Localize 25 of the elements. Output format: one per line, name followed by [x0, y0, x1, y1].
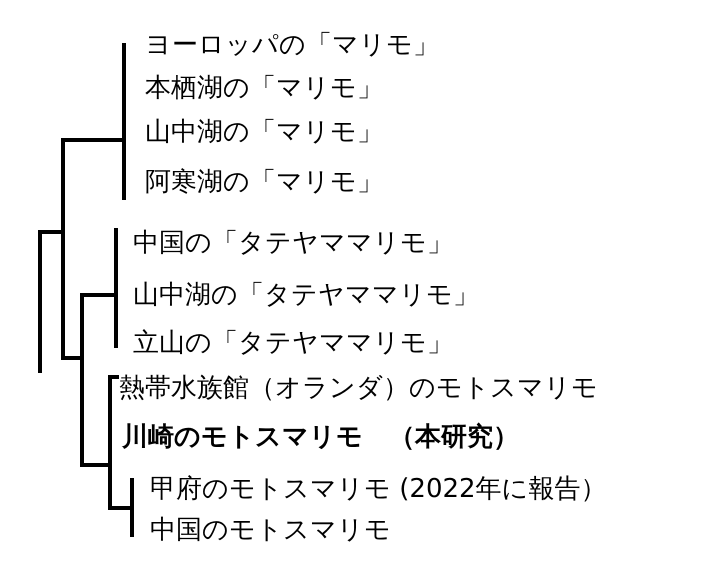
- clade-bar: [130, 478, 134, 537]
- branch-line: [65, 356, 80, 360]
- clade-bar: [61, 138, 65, 360]
- taxon-label: 中国の「タテヤママリモ」: [133, 227, 453, 259]
- taxon-label: 甲府のモトスマリモ (2022年に報告）: [150, 473, 607, 505]
- taxon-label: 立山の「タテヤママリモ」: [133, 327, 453, 359]
- branch-line: [84, 463, 108, 467]
- taxon-label: 山中湖の「マリモ」: [145, 116, 383, 148]
- branch-line: [42, 230, 61, 234]
- clade-bar: [80, 293, 84, 467]
- taxon-label: 阿寒湖の「マリモ」: [145, 166, 383, 198]
- taxon-label: 熱帯水族館（オランダ）のモトスマリモ: [119, 372, 598, 404]
- clade-bar: [38, 230, 42, 373]
- taxon-label: ヨーロッパの「マリモ」: [145, 29, 439, 61]
- taxon-label: 本栖湖の「マリモ」: [145, 72, 383, 104]
- branch-line: [112, 375, 119, 379]
- branch-line: [112, 506, 130, 510]
- taxon-label: 川崎のモトスマリモ （本研究）: [122, 421, 519, 453]
- taxon-label: 山中湖の「タテヤママリモ」: [133, 279, 479, 311]
- clade-bar: [122, 43, 126, 200]
- branch-line: [65, 138, 122, 142]
- branch-line: [84, 293, 114, 297]
- clade-bar: [114, 228, 118, 348]
- clade-bar: [108, 375, 112, 510]
- taxon-label: 中国のモトスマリモ: [150, 514, 391, 546]
